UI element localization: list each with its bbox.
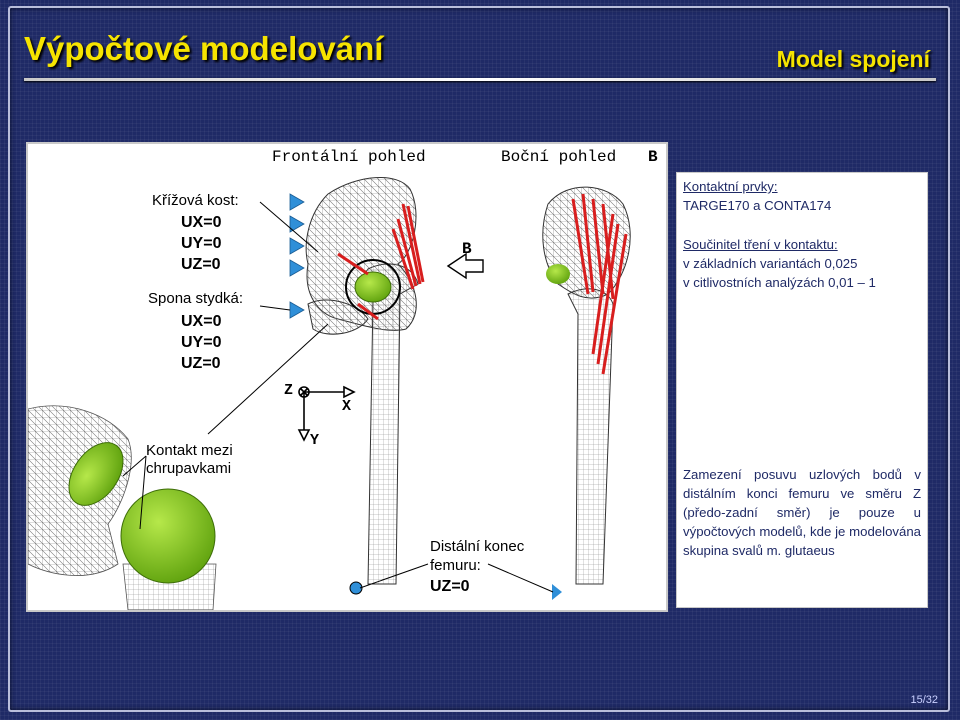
side-muscles — [571, 193, 628, 375]
title-divider — [24, 78, 936, 81]
side-pelvis — [542, 186, 631, 600]
sacrum-label: Křížová kost: — [152, 192, 239, 209]
contact-elements: Kontaktní prvky: TARGE170 a CONTA174 — [683, 177, 831, 215]
friction: Součinitel tření v kontaktu: v základníc… — [683, 235, 876, 292]
sacrum-uy: UY=0 — [181, 235, 222, 252]
symphysis-uz: UZ=0 — [181, 355, 221, 372]
distal-label-2: femuru: — [430, 557, 481, 574]
friction-heading: Součinitel tření v kontaktu: — [683, 237, 838, 252]
axis-y-label: Y — [310, 432, 320, 449]
frontal-view-label: Frontální pohled — [272, 148, 426, 166]
symphysis-label: Spona stydká: — [148, 290, 244, 307]
displacement-paragraph: Zamezení posuvu uzlových bodů v distální… — [683, 467, 921, 558]
distal-uz: UZ=0 — [430, 578, 470, 595]
view-direction-arrow — [446, 252, 484, 280]
sacrum-uz: UZ=0 — [181, 256, 221, 273]
contact-inset — [28, 405, 217, 610]
slide-title: Výpočtové modelování — [24, 30, 384, 67]
symphysis-ux: UX=0 — [181, 313, 222, 330]
arrow-letter: B — [462, 240, 472, 258]
side-view-label: Boční pohled — [501, 148, 617, 166]
side-view-letter: B — [648, 148, 658, 166]
model-illustration — [28, 177, 631, 610]
sacrum-ux: UX=0 — [181, 214, 222, 231]
distal-label-1: Distální konec — [430, 538, 525, 555]
symphysis-uy: UY=0 — [181, 334, 222, 351]
contact-value: TARGE170 a CONTA174 — [683, 198, 832, 213]
friction-line-1: v základních variantách 0,025 — [683, 256, 858, 271]
frontal-femur — [345, 259, 419, 595]
friction-line-2: v citlivostních analýzách 0,01 – 1 — [683, 275, 876, 290]
sacrum-constraints — [289, 193, 305, 319]
axis-x-label: X — [342, 398, 352, 415]
model-figure: Frontální pohled Boční pohled B B Křížov… — [26, 142, 668, 612]
frontal-muscles — [337, 203, 425, 321]
description-box: Kontaktní prvky: TARGE170 a CONTA174 Sou… — [676, 172, 928, 608]
page-number: 15/32 — [910, 694, 938, 706]
contact-label-1: Kontakt mezi — [146, 442, 233, 459]
axis-z-label: Z — [284, 382, 294, 399]
slide-subtitle: Model spojení — [776, 46, 930, 72]
coordinate-axes — [297, 385, 356, 442]
leader-lines — [122, 201, 554, 593]
contact-heading: Kontaktní prvky: — [683, 179, 778, 194]
contact-label-2: chrupavkami — [146, 460, 232, 477]
